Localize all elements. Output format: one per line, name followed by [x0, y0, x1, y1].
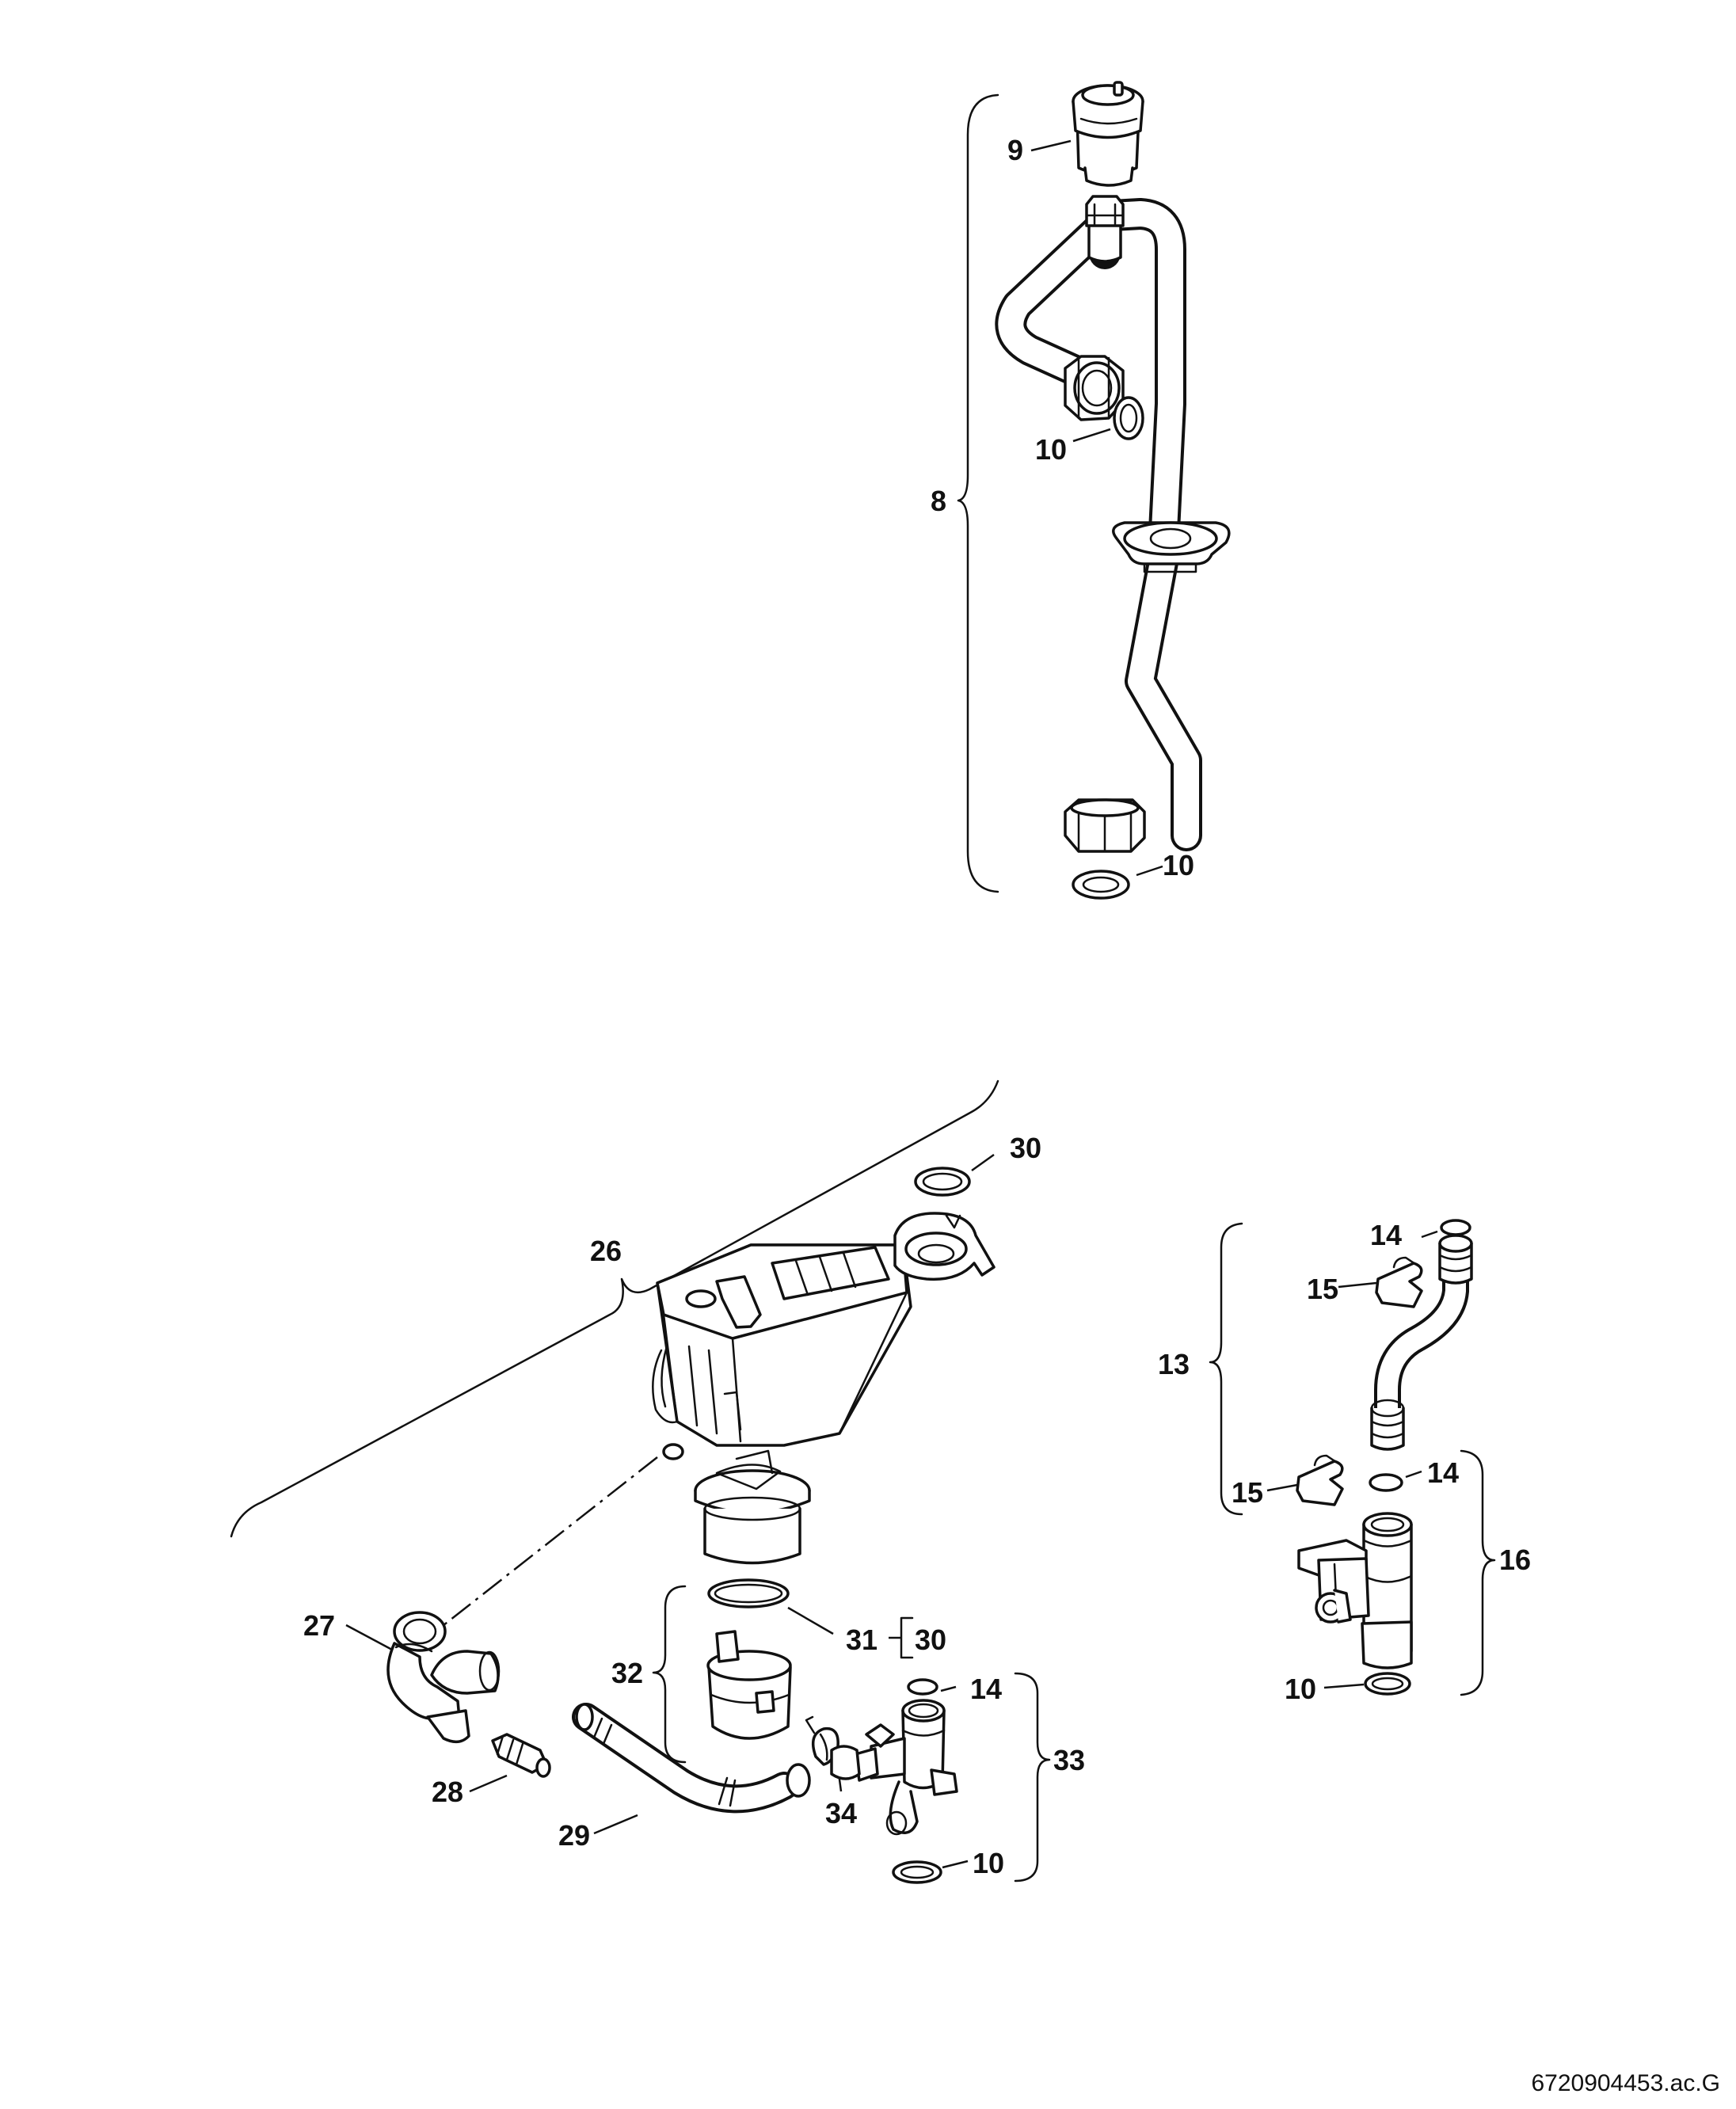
siphon-housing — [652, 1212, 996, 1565]
callout-27: 27 — [303, 1609, 335, 1642]
part-28-nipple — [491, 1733, 551, 1778]
callout-10: 10 — [1035, 433, 1067, 466]
callout-30: 30 — [915, 1624, 946, 1656]
brace-group-13 — [1209, 1222, 1243, 1516]
callout-9: 9 — [1007, 134, 1023, 166]
bracket-31-30 — [900, 1616, 914, 1659]
part-14-washer-middle — [1369, 1473, 1403, 1492]
callout-10: 10 — [1163, 849, 1194, 881]
callout-8: 8 — [931, 485, 946, 517]
brace-group-26 — [230, 1079, 999, 1538]
union-nut-lower — [1064, 798, 1146, 853]
pipe-flange — [1112, 521, 1231, 573]
part-10-washer-valve — [1364, 1672, 1411, 1696]
callout-14: 14 — [1427, 1456, 1459, 1489]
assembly-8-vent-pipe — [957, 81, 1231, 900]
document-code: 6720904453.ac.G — [1531, 2070, 1720, 2096]
callout-30: 30 — [1010, 1132, 1041, 1164]
callout-15: 15 — [1307, 1273, 1338, 1305]
callout-26: 26 — [590, 1235, 622, 1267]
brace-group-32 — [652, 1585, 687, 1764]
brace-group-16 — [1460, 1449, 1496, 1696]
part-13-pipe — [1370, 1234, 1473, 1451]
brace-group-8 — [957, 93, 999, 893]
assembly-13-16-filling-connection — [1209, 1219, 1496, 1696]
part-10-washer-lower — [1072, 870, 1130, 900]
drain-valve-lower — [830, 1699, 958, 1836]
part-9-air-vent — [1072, 81, 1144, 187]
callout-13: 13 — [1158, 1348, 1190, 1380]
part-27-elbow-connector — [386, 1611, 501, 1744]
alignment-line — [435, 1456, 658, 1632]
part-10-washer-siphon — [892, 1860, 942, 1884]
part-10-washer-upper — [1113, 396, 1144, 440]
part-14-washer-top — [1440, 1219, 1471, 1236]
callout-29: 29 — [558, 1819, 590, 1852]
callout-15: 15 — [1232, 1476, 1263, 1509]
callout-14: 14 — [970, 1673, 1002, 1705]
callout-10: 10 — [973, 1847, 1004, 1879]
callout-34: 34 — [825, 1797, 857, 1829]
part-14-washer-lower — [907, 1678, 938, 1696]
callout-labels: 8 9 10 10 30 26 27 31 30 32 14 28 33 29 … — [303, 134, 1720, 2096]
callout-14: 14 — [1370, 1219, 1402, 1251]
callout-16: 16 — [1499, 1544, 1531, 1576]
part-15-clip-upper — [1375, 1256, 1423, 1308]
part-29-hose — [572, 1703, 811, 1814]
assembly-26-condensate-siphon — [230, 1079, 1051, 1884]
union-nut-upper — [1064, 355, 1125, 421]
part-16-shutoff-valve — [1297, 1512, 1413, 1669]
callout-28: 28 — [432, 1776, 463, 1808]
callout-33: 33 — [1053, 1744, 1085, 1776]
siphon-cup — [706, 1630, 792, 1740]
callout-10: 10 — [1285, 1673, 1316, 1705]
callout-32: 32 — [611, 1657, 643, 1689]
callout-31: 31 — [846, 1624, 878, 1656]
part-30-o-ring — [914, 1167, 971, 1197]
part-15-clip-lower — [1296, 1454, 1344, 1506]
brace-group-33 — [1014, 1672, 1051, 1882]
